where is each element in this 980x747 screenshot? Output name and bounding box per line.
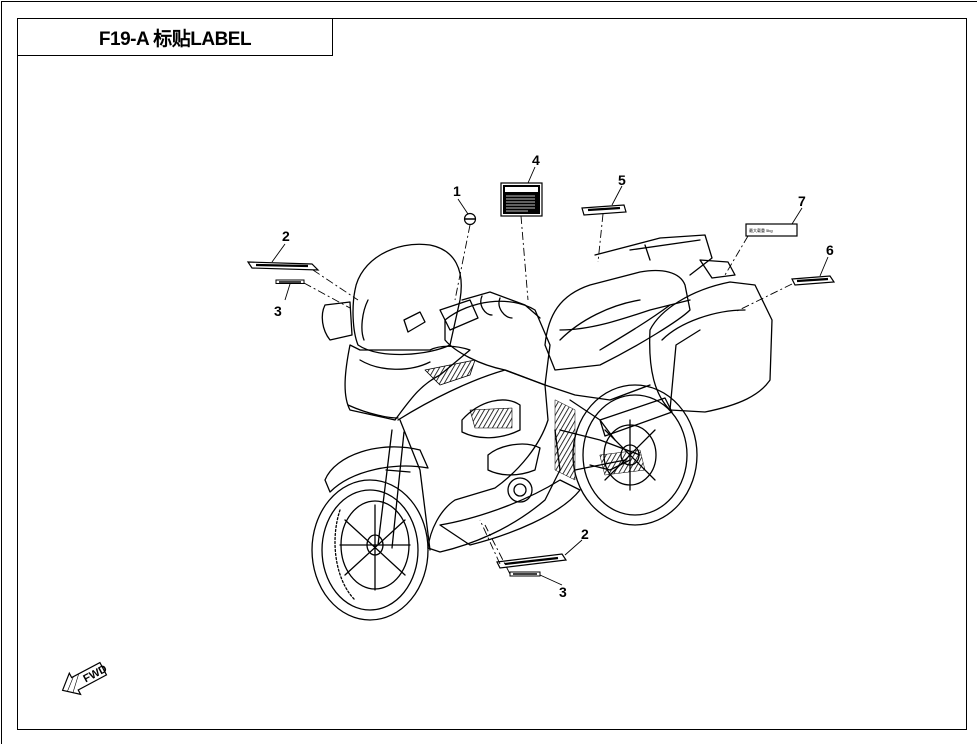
fwd-label: FWD <box>81 663 109 685</box>
left-mirror <box>321 301 353 341</box>
seat <box>544 269 691 371</box>
motorcycle-drawing <box>311 234 773 621</box>
belly-pan <box>439 479 581 546</box>
callout-4: 4 <box>532 152 540 168</box>
drawing-frame <box>17 18 967 730</box>
tail-rack <box>594 234 713 276</box>
label-4-warning-plate <box>500 182 543 217</box>
label-3-upper-strip <box>275 279 305 284</box>
callout-2-upper: 2 <box>282 228 290 244</box>
front-wheel <box>311 479 429 621</box>
callout-5: 5 <box>618 172 626 188</box>
pannier-case <box>649 281 773 413</box>
front-fairing <box>344 344 471 421</box>
exhaust <box>599 397 673 437</box>
front-fender <box>324 446 429 493</box>
callout-3-lower: 3 <box>559 584 567 600</box>
callout-1: 1 <box>453 183 461 199</box>
label-7-text: 最大载重 5kg <box>749 227 773 233</box>
windscreen <box>352 243 462 356</box>
label-2-upper-emblem <box>246 261 320 271</box>
label-decals: 最大载重 5kg <box>246 182 836 577</box>
callout-3-upper: 3 <box>274 303 282 319</box>
label-5-strip <box>581 204 627 216</box>
callout-numbers: 1 2 3 4 5 6 7 2 3 <box>274 152 834 600</box>
page-title: F19-A 标贴LABEL <box>17 18 333 56</box>
callout-2-lower: 2 <box>581 526 589 542</box>
leader-lines <box>271 166 829 586</box>
fwd-arrow-icon: FWD <box>61 661 109 696</box>
callout-7: 7 <box>798 193 806 209</box>
label-1-round-badge <box>463 212 477 226</box>
label-3-lower-strip <box>509 571 541 577</box>
front-fork <box>377 429 411 549</box>
callout-6: 6 <box>826 242 834 258</box>
side-fairing <box>397 369 561 553</box>
label-7-load-plate: 最大载重 5kg <box>745 223 798 237</box>
right-mirror <box>439 299 479 331</box>
label-6-strip <box>791 275 836 286</box>
label-2-lower-emblem <box>496 553 568 569</box>
fuel-tank <box>444 300 551 386</box>
